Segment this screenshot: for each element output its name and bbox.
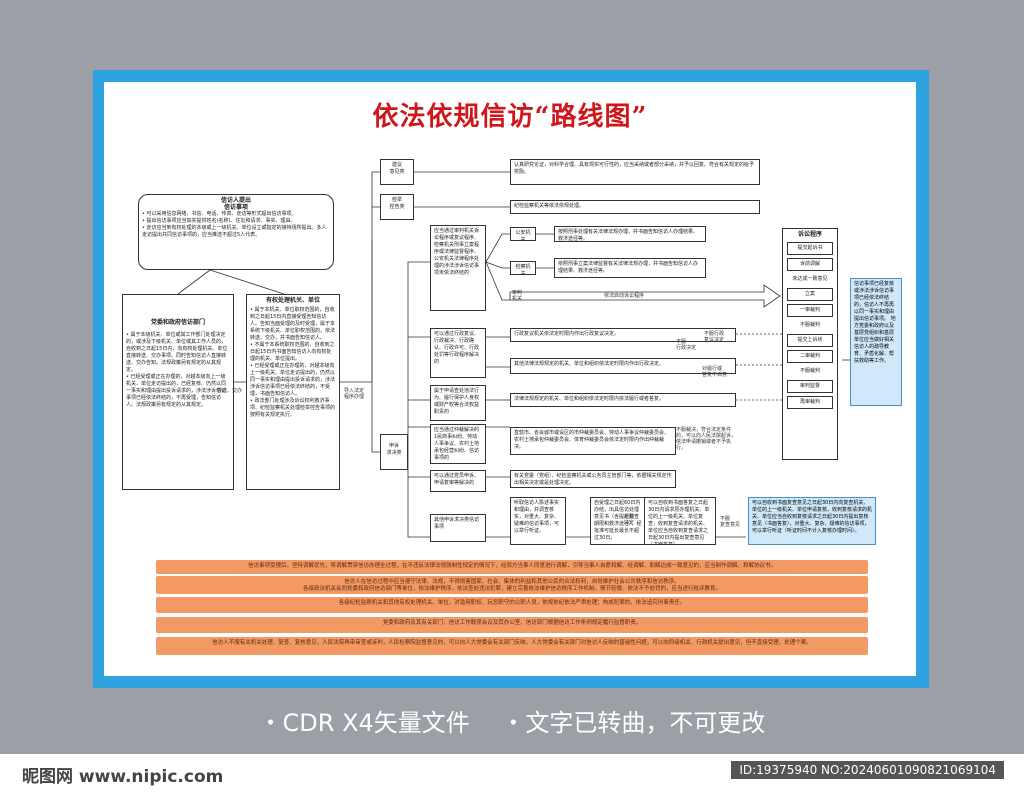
litigation-step: 立案 xyxy=(787,288,833,301)
court-label: 审判 机关 xyxy=(512,290,523,302)
litigation-step: 一审裁判 xyxy=(787,304,833,317)
intro-item: • 提出信访事项应当如实提供姓名(名称)、住址和请求、事实、理由。 xyxy=(142,218,296,224)
process-step-4: 可以自收到书面复查意见之日起30日内向复查机关、单位的上一级机关、单位申请复核，… xyxy=(748,497,876,545)
litigation-step: 提交上诉状 xyxy=(787,334,833,347)
branch-3-left: 属于申请查处违法行为、履行保护人身权或财产权等合法权益职责的 xyxy=(430,385,486,421)
rule-bar: 党委和政府及其有关部门、信访工作联席会议及其办公室、信访部门根据信访工作条例规定… xyxy=(156,617,868,633)
authority-text: • 属于本机关、单位职权范围的，自收到之日起15日内直接受理告知信访人。告知当面… xyxy=(250,307,336,418)
petition-dept-box: 党委和政府信访部门 • 属于本级机关、单位或其工作部门处理决定的，或涉及下级机关… xyxy=(122,294,234,490)
litigation-box: 诉讼程序 提交起诉书诉前调解未达成一致意见立案一审裁判不服裁判提交上诉状二审裁判… xyxy=(782,228,838,460)
process-step-1: 听取信访人陈述事实和理由，并调查核实，对重大、复杂、疑难的信访事项，可以举行听证… xyxy=(510,497,566,545)
bottom-caption: ・CDR X4矢量文件 ・文字已转曲，不可更改 xyxy=(258,709,766,737)
report-text: 纪检监察机关等依法依规处理。 xyxy=(510,200,760,214)
suggest-label: 建议 意见类 xyxy=(380,159,414,185)
process-step-3: 可以自收到书面答复之日起30日内请求原办理机关、单位的上一级机关、单位复查，收到… xyxy=(644,497,716,545)
intro-box: 信访人提出 信访事项 • 可以采用信息网络、书信、电话、传真、走访等形式提出信访… xyxy=(138,194,334,270)
police-label: 公安机关 xyxy=(510,227,536,241)
rule-bar: 信访人在信访过程中应当遵守法律、法规，不得损害国家、社会、集体的利益和其他公民的… xyxy=(156,576,868,594)
guide-label: 导入法定 程序办理 xyxy=(344,388,365,400)
site-watermark: 昵图网 www.nipic.com xyxy=(22,767,224,787)
suggest-text: 认真研究论证，对科学合理、具有现实可行性的，应当采纳或者部分采纳，并予以回复。符… xyxy=(510,159,760,185)
branch-4-left: 应当通过仲裁解决的1民商事纠纷、劳动人事争议、农村土地承包经营纠纷、信访事项的 xyxy=(430,424,486,464)
litigation-step: 审判监督 xyxy=(787,380,833,393)
litigation-step: 未达成一致意见 xyxy=(787,274,833,285)
side-note-2: 不服 行政决定 xyxy=(676,339,697,351)
procur-label: 检察机关 xyxy=(510,261,536,275)
branch-6-left: 其他申诉求决类信访事项 xyxy=(430,514,486,542)
poster-board: 依法依规信访“路线图” xyxy=(104,82,916,676)
branch-0-left: 应当通过审判机关诉讼程序或复议程序、检察机关刑事立案程序或法律监督程序、公安机关… xyxy=(430,225,486,311)
procur-text: 依照刑事立案法律监督有关法律法规办理，并书面告知信访人办理结果、救济途径等。 xyxy=(554,258,706,278)
litigation-step: 诉前调解 xyxy=(787,258,833,271)
litigation-heading: 诉讼程序 xyxy=(797,231,822,238)
litigation-step: 二审裁判 xyxy=(787,350,833,363)
side-note-4: 不服裁决，符合法定条件的，可以向人民法院起诉，依法申请撤销或者不予执行。 xyxy=(676,427,737,451)
police-text: 按照刑事处理有关法律法规办理，并书面告知信访人办理结果、救济途径等。 xyxy=(554,226,706,242)
intro-heading: 信访人提出 信访事项 xyxy=(220,197,251,211)
side-note-3: 对履行或 答复不满意 xyxy=(702,366,728,378)
branch-3-right: 法律法规规定的机关、单位和组织依法定时限内依法履行或者答复。 xyxy=(510,393,736,407)
intro-item: • 可以采用信息网络、书信、电话、传真、走访等形式提出信访事项。 xyxy=(142,211,297,217)
poster-title: 依法依规信访“路线图” xyxy=(372,102,648,132)
rule-bar: 信访人不服有关机关处理、复查、复核意见，人民法院再审审查或诉判，人民检察院监督意… xyxy=(156,637,868,655)
branch-5-right: 有关党委（党组）、纪检监察机关或公务员主管部门等，依据相关规定作出相关决定或是处… xyxy=(510,470,676,488)
branch-2-right: 其他法律法规规定的机关、单位和组织依法定时限内作出行政决定。 xyxy=(510,358,736,374)
intro-item: • 走访应当到有权处理的本级或上一级机关、单位设立或指定的接待场所提出。多人走访… xyxy=(142,225,327,238)
branch-1-left: 可以通过行政复议、行政裁决、行政确认、行政许可、行政处罚等行政程序解决的 xyxy=(430,328,486,378)
court-text: 依法启动诉讼程序 xyxy=(604,293,645,299)
branch-4-right: 直辖市、省会城市或设区的市仲裁委员会、劳动人事争议仲裁委员会、农村土地承包仲裁委… xyxy=(510,427,676,455)
branch-5-left: 可以通过党员申诉、申请复审等解决的 xyxy=(430,470,486,492)
report-label: 检举 控告类 xyxy=(380,194,414,220)
rule-bar: 信访事项受理后，坚持调解优先，将调解贯穿信访办理全过程，在不违反法律法规强制性规… xyxy=(156,560,868,574)
litigation-step: 不服裁判 xyxy=(787,366,833,377)
branch-1-right: 行政复议机关依法定时限内作出行政复议决定。 xyxy=(510,328,736,342)
litigation-step: 再审裁判 xyxy=(787,396,833,409)
rule-bar: 各级纪检监察机关和其他有权处理机关、单位，对滥用职权、玩忽职守的公职人员，依规依… xyxy=(156,597,868,613)
final-note: 信访事项已经复核或涉法涉诉信访事项已经依法终结的，信访人不再再以同一事实和理由提… xyxy=(850,278,902,406)
litigation-step: 提交起诉书 xyxy=(787,242,833,255)
not-satisfied-1: 不服 决定 xyxy=(624,514,635,526)
authority-heading: 有权处理机关、单位 xyxy=(265,297,320,304)
side-note-1: 不服行政 复议决定 xyxy=(704,331,725,343)
litigation-step: 不服裁判 xyxy=(787,320,833,331)
not-satisfied-2: 不服 复查意见 xyxy=(720,516,741,528)
complaint-label: 申诉 求决类 xyxy=(380,434,408,470)
authority-box: 有权处理机关、单位 • 属于本机关、单位职权范围的，自收到之日起15日内直接受理… xyxy=(246,294,340,490)
transfer-label: 转送、交办 xyxy=(217,388,243,394)
id-watermark: ID:19375940 NO:20240601090821069104 xyxy=(731,761,1004,779)
process-step-2: 自受理之日起60日内办结，出具信访处理意见书（含提起复查期限和救济途径），经批准… xyxy=(590,497,646,545)
petition-dept-text: • 属于本级机关、单位或其工作部门处理决定的，或涉及下级机关、单位或其工作人员的… xyxy=(126,332,228,408)
petition-dept-heading: 党委和政府信访部门 xyxy=(150,319,205,326)
